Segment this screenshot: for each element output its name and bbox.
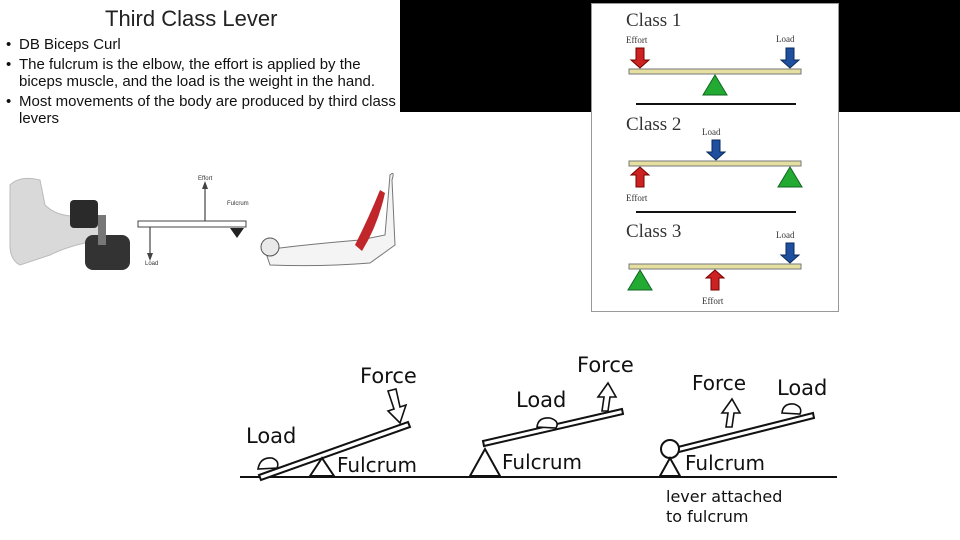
- lever-classes-svg: Class 1 Effort Load Class 2 Load Effort …: [626, 10, 803, 306]
- bullet-item: DB Biceps Curl: [4, 36, 399, 53]
- sketch1-fulcrum-icon: [308, 456, 336, 477]
- load-arrow-icon: [147, 253, 153, 261]
- class2-fulcrum-icon: [777, 166, 803, 188]
- sketch2-force-label: Force: [577, 353, 634, 377]
- anatomical-arm: [260, 172, 396, 267]
- sketch2-fulcrum-icon: [468, 446, 502, 477]
- sketch2-load-label: Load: [516, 388, 566, 412]
- class1-effort-arrow-icon: [629, 47, 651, 69]
- class3-effort-arrow-icon: [704, 269, 726, 291]
- effort-label: Effort: [198, 176, 213, 182]
- class1-beam: [628, 68, 802, 75]
- sketch2-fulcrum-label: Fulcrum: [502, 450, 582, 474]
- class2-beam: [628, 160, 802, 167]
- sketch1-load-icon: [257, 457, 279, 470]
- sketch1-load-label: Load: [246, 424, 296, 448]
- biceps-muscle: [355, 190, 385, 251]
- bullet-item: The fulcrum is the elbow, the effort is …: [4, 56, 399, 90]
- sketch3-fulcrum-icon: [658, 455, 682, 477]
- class3-effort-label: Effort: [702, 296, 724, 306]
- class1-effort-label: Effort: [626, 35, 648, 45]
- fulcrum-label: Fulcrum: [227, 201, 249, 207]
- sketch3-fulcrum-label: Fulcrum: [685, 451, 765, 475]
- load-label: Load: [145, 261, 158, 267]
- sketch1-force-label: Force: [360, 364, 417, 388]
- sketch3-note-line1: lever attached: [666, 487, 782, 506]
- sketch1-force-arrow-icon: [386, 388, 408, 425]
- lever-beam: [137, 220, 247, 228]
- effort-arrow-icon: [202, 181, 208, 189]
- class1-load-label: Load: [776, 34, 795, 44]
- bullet-item: Most movements of the body are produced …: [4, 93, 399, 127]
- class3-load-arrow-icon: [779, 242, 801, 264]
- class2-title: Class 2: [626, 114, 681, 135]
- class2-load-label: Load: [702, 127, 721, 137]
- sketch1-lever: [257, 420, 412, 482]
- sketch-3: Force Load Fulcrum lever attached to ful…: [658, 371, 827, 526]
- text-panel: Third Class Lever DB Biceps Curl The ful…: [0, 0, 400, 165]
- sketch-1: Force Load Fulcrum: [246, 364, 417, 482]
- class1-fulcrum-icon: [702, 74, 728, 96]
- sketch3-load-icon: [781, 403, 802, 415]
- slide-title: Third Class Lever: [105, 6, 278, 31]
- lever-classes-panel: Class 1 Effort Load Class 2 Load Effort …: [591, 3, 839, 312]
- sketch3-lever: [668, 411, 816, 456]
- lever-sketches: Force Load Fulcrum Force Load Fulcrum Fo…: [240, 353, 837, 526]
- class3-beam: [628, 263, 802, 270]
- class1-load-arrow-icon: [779, 47, 801, 69]
- class2-effort-arrow-icon: [629, 166, 651, 188]
- lever-schematic: Effort Fulcrum Load: [137, 176, 249, 267]
- sketch1-fulcrum-label: Fulcrum: [337, 453, 417, 477]
- class3-title: Class 3: [626, 221, 681, 242]
- class3-load-label: Load: [776, 230, 795, 240]
- bullet-list: DB Biceps Curl The fulcrum is the elbow,…: [4, 36, 399, 130]
- dumbbell-top-icon: [70, 200, 98, 228]
- biceps-curl-illustration: Effort Fulcrum Load: [9, 172, 396, 270]
- sketch3-note-line2: to fulcrum: [666, 507, 748, 526]
- sketch3-pivot-icon: [660, 439, 680, 459]
- sketch3-load-label: Load: [777, 376, 827, 400]
- fulcrum-triangle-icon: [230, 228, 244, 238]
- class2-effort-label: Effort: [626, 193, 648, 203]
- class3-fulcrum-icon: [627, 269, 653, 291]
- class1-title: Class 1: [626, 10, 681, 31]
- dumbbell-bottom-icon: [85, 235, 130, 270]
- sketch2-force-arrow-icon: [596, 381, 618, 412]
- class2-load-arrow-icon: [705, 139, 727, 161]
- sketch3-force-arrow-icon: [720, 397, 742, 428]
- sketch3-force-label: Force: [692, 371, 746, 395]
- sketch2-load-icon: [536, 417, 558, 429]
- arm-photo: [9, 177, 130, 270]
- sketch-2: Force Load Fulcrum: [468, 353, 634, 477]
- ball-icon: [260, 237, 280, 257]
